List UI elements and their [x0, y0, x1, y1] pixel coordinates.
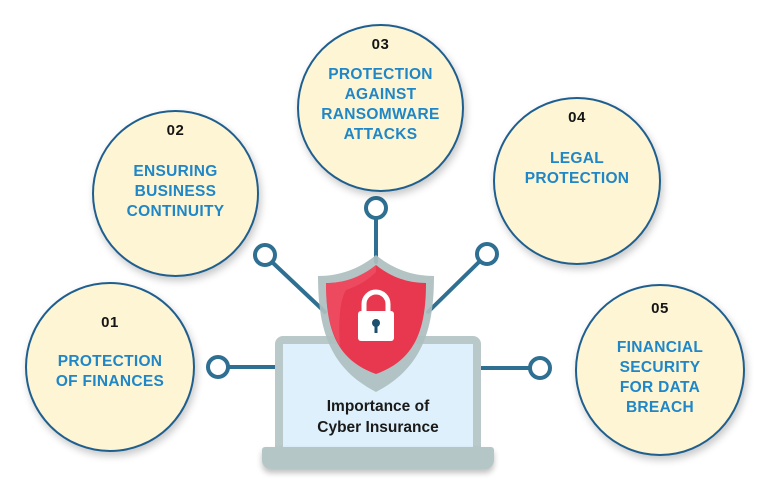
bubble-label-line: PROTECTION [524, 170, 630, 187]
bubble-label-line: ENSURING [133, 163, 218, 180]
bubble-number: 01 [101, 314, 119, 331]
bubble-label-line: ATTACKS [343, 126, 418, 143]
bubble-04-legal-protection: 04 LEGAL PROTECTION [493, 97, 661, 265]
bubble-label-line: PROTECTION [57, 353, 163, 370]
connector-node-05 [528, 356, 552, 380]
connector-node-02 [253, 243, 277, 267]
bubble-02-ensuring-business-continuity: 02 ENSURING BUSINESS CONTINUITY [92, 110, 259, 277]
bubble-number: 03 [371, 36, 390, 53]
bubble-label-line: FOR DATA [619, 379, 701, 396]
bubble-number: 04 [568, 109, 586, 126]
bubble-number: 05 [651, 300, 669, 317]
bubble-label-line: SECURITY [619, 359, 701, 376]
bubble-01-protection-of-finances: 01 PROTECTION OF FINANCES [25, 282, 195, 452]
bubble-label-line: CONTINUITY [126, 203, 225, 220]
bubble-label-line: BUSINESS [134, 183, 217, 200]
bubble-label-line: OF FINANCES [55, 373, 165, 390]
center-title-line: Cyber Insurance [317, 419, 439, 436]
padlock-icon [358, 289, 394, 341]
bubble-05-financial-security-data-breach: 05 FINANCIAL SECURITY FOR DATA BREACH [575, 284, 745, 456]
connector-node-04 [475, 242, 499, 266]
bubble-label-line: AGAINST [344, 86, 417, 103]
center-title: Importance of Cyber Insurance [283, 396, 473, 438]
bubble-label-line: BREACH [625, 399, 695, 416]
bubble-number: 02 [166, 122, 185, 139]
center-title-line: Importance of [326, 398, 430, 415]
connector-node-01 [206, 355, 230, 379]
bubble-label-line: LEGAL [549, 150, 605, 167]
shield-lock-icon [318, 255, 434, 392]
connector-node-03 [364, 196, 388, 220]
bubble-label-line: PROTECTION [328, 66, 433, 83]
bubble-label-line: RANSOMWARE [321, 106, 440, 123]
laptop-base [262, 447, 494, 469]
bubble-03-protection-against-ransomware: 03 PROTECTION AGAINST RANSOMWARE ATTACKS [297, 24, 464, 192]
bubble-label-line: FINANCIAL [616, 339, 704, 356]
